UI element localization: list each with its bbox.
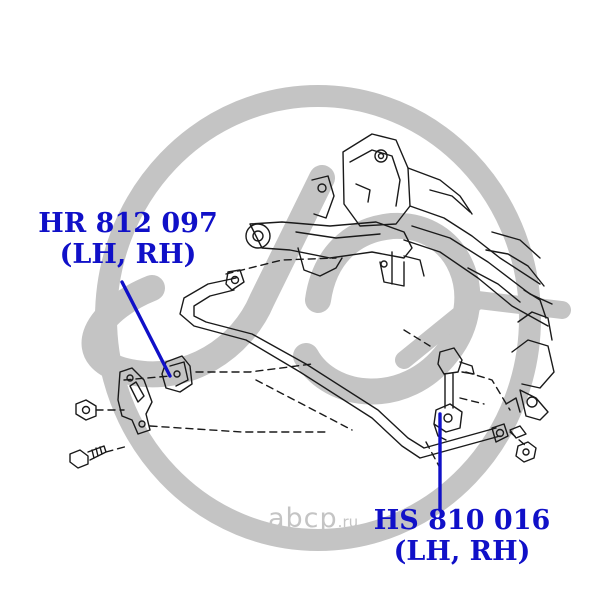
callout-link: HS 810 016 (LH, RH) — [372, 505, 552, 567]
reference-lines — [95, 257, 527, 469]
watermark-stroke-right — [293, 212, 481, 405]
watermark-stroke-tail — [395, 290, 571, 369]
callout-bushing-sides: (LH, RH) — [59, 239, 197, 270]
stabilizer-link — [433, 347, 475, 441]
callout-bushing-part-number: HR 812 097 — [38, 208, 218, 239]
lower-right-nut — [515, 441, 537, 463]
watermark-logo — [81, 85, 571, 551]
watermark-brand: abcp — [268, 503, 338, 534]
rear-subframe — [311, 133, 555, 421]
line-drawing — [69, 133, 555, 469]
bar-right-eye — [491, 423, 509, 443]
bushing-clamp-bracket — [117, 367, 153, 435]
trailing-arm-eye — [245, 223, 271, 249]
lower-right-washer — [509, 425, 527, 439]
leader-line-bushing — [120, 280, 172, 378]
bolt — [69, 445, 107, 469]
bushing — [161, 355, 193, 393]
watermark-text: abcp.ru — [268, 504, 358, 537]
callout-link-sides: (LH, RH) — [393, 536, 531, 567]
leader-lines — [120, 280, 442, 512]
watermark-domain: .ru — [337, 513, 359, 531]
nut — [75, 399, 97, 421]
callout-link-part-number: HS 810 016 — [373, 505, 551, 536]
callout-bushing: HR 812 097 (LH, RH) — [22, 208, 234, 270]
trailing-arm — [245, 221, 425, 287]
watermark-stroke-left — [81, 165, 335, 388]
